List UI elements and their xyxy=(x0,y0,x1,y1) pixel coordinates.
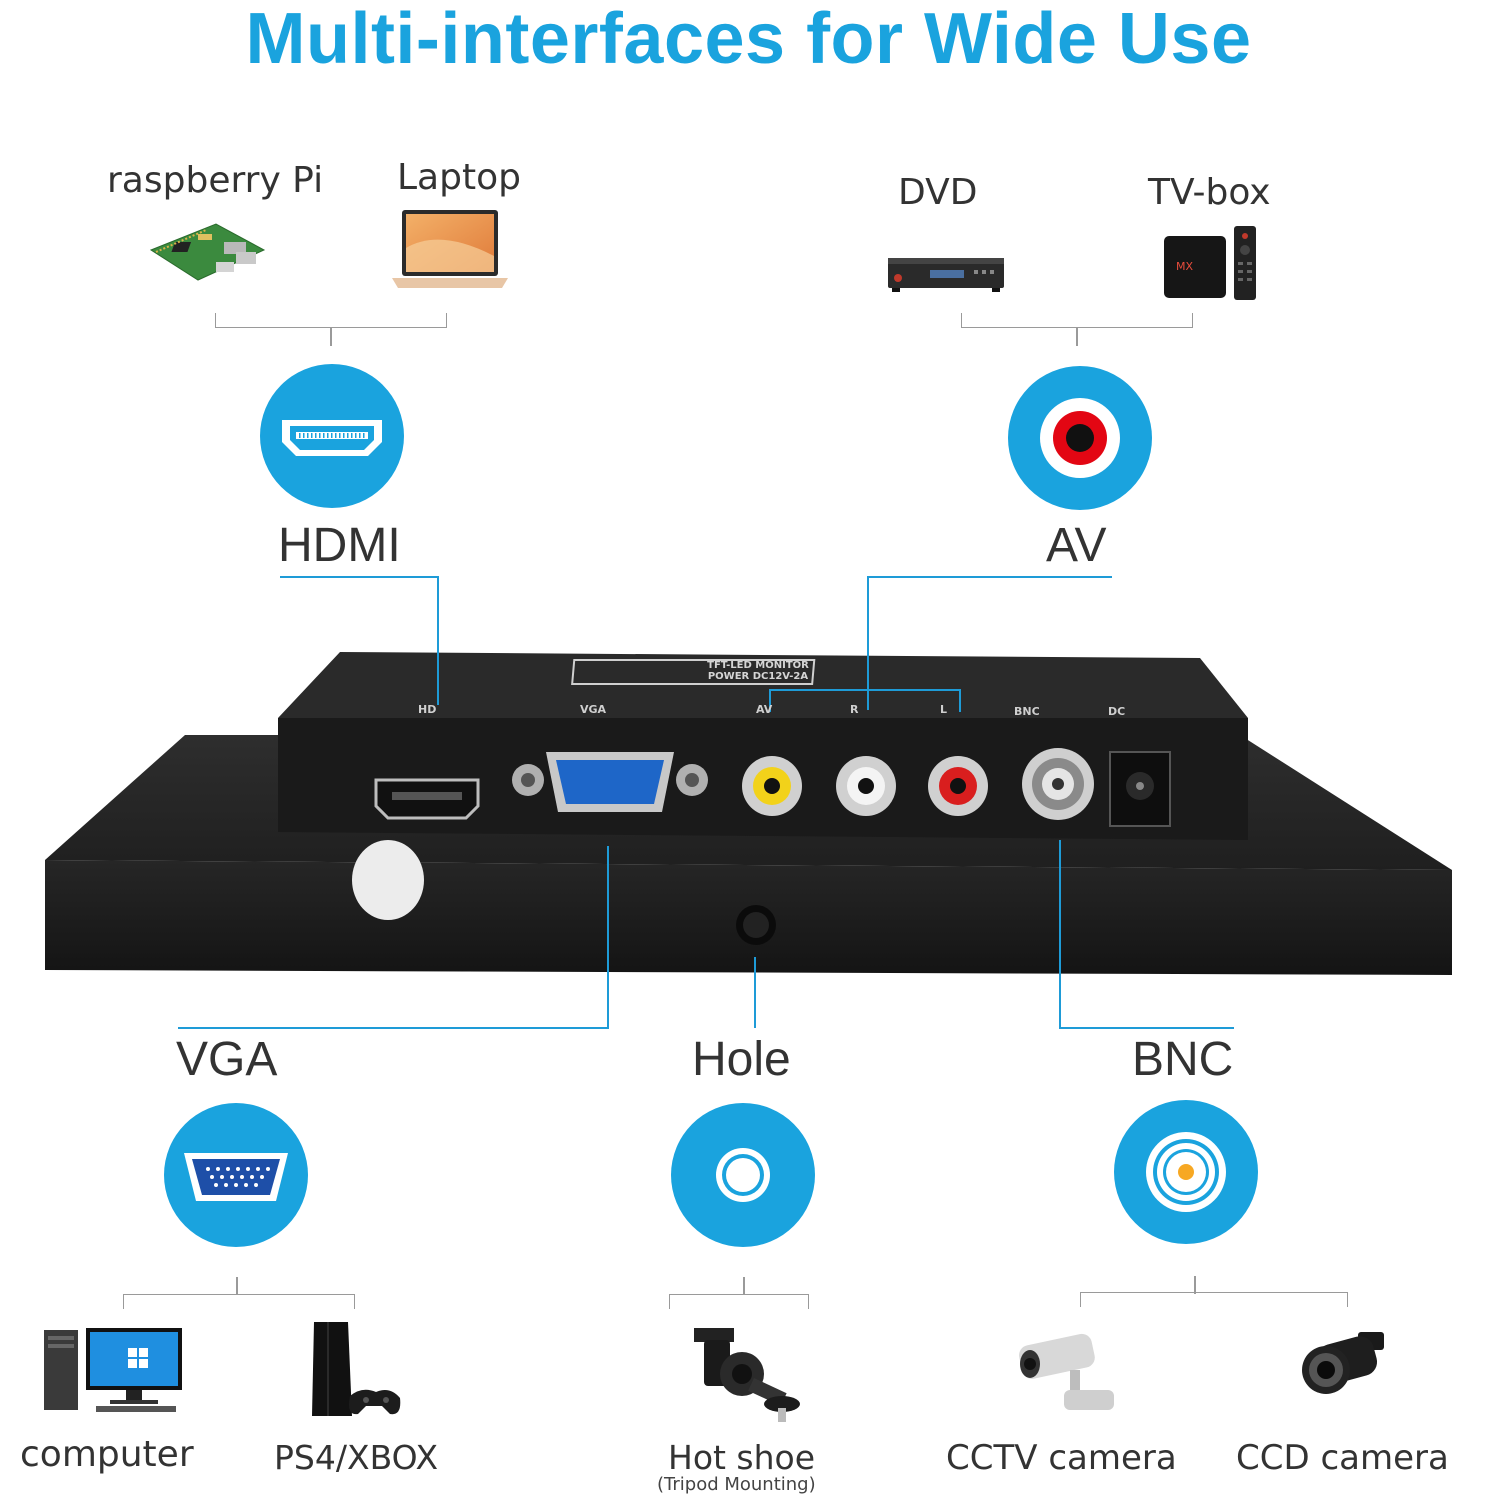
bnc-devices-bracket xyxy=(1080,1292,1348,1307)
hole-devices-bracket xyxy=(669,1294,809,1309)
device-label-laptop: Laptop xyxy=(397,157,521,198)
cctv-camera-icon xyxy=(1014,1330,1124,1414)
device-label-raspberry-pi: raspberry Pi xyxy=(107,160,324,201)
device-label-computer: computer xyxy=(20,1434,194,1475)
panel-label-bnc: BNC xyxy=(1014,705,1040,718)
device-label-ccd-camera: CCD camera xyxy=(1236,1438,1449,1478)
game-console-icon xyxy=(310,1320,402,1420)
rca-jack-icon xyxy=(1008,366,1152,510)
laptop-icon xyxy=(390,208,510,290)
port-label-hole: Hole xyxy=(692,1033,791,1086)
bnc-connector-icon xyxy=(1114,1100,1258,1244)
panel-label-l: L xyxy=(940,703,948,716)
desktop-computer-icon xyxy=(42,1326,186,1416)
device-label-tv-box: TV-box xyxy=(1148,172,1271,213)
dvd-player-icon xyxy=(886,252,1006,294)
panel-label-r: R xyxy=(850,703,859,716)
av-devices-bracket xyxy=(961,313,1193,328)
vga-devices-bracket xyxy=(123,1294,355,1309)
mounting-hole-icon xyxy=(671,1103,815,1247)
av-bracket-stem xyxy=(1076,328,1078,346)
vga-port-icon xyxy=(164,1103,308,1247)
hot-shoe-mount-icon xyxy=(686,1322,810,1426)
hdmi-port-icon xyxy=(260,364,404,508)
device-label-hot-shoe: Hot shoe xyxy=(668,1438,816,1477)
hole-bracket-stem xyxy=(743,1277,745,1295)
tv-box-icon: MX xyxy=(1162,224,1262,302)
device-label-cctv-camera: CCTV camera xyxy=(946,1438,1177,1478)
panel-label-hd: HD xyxy=(418,703,437,716)
port-label-av: AV xyxy=(1046,519,1107,572)
raspberry-pi-board-icon xyxy=(146,212,266,292)
vga-bracket-stem xyxy=(236,1277,238,1295)
device-label-dvd: DVD xyxy=(898,172,978,213)
hdmi-bracket-stem xyxy=(330,328,332,346)
hdmi-devices-bracket xyxy=(215,313,447,328)
port-label-bnc: BNC xyxy=(1132,1033,1234,1086)
panel-label-av: AV xyxy=(756,703,773,716)
device-sublabel-tripod-mounting: (Tripod Mounting) xyxy=(657,1474,816,1495)
page-title: Multi-interfaces for Wide Use xyxy=(245,0,1252,79)
spec-plate-line-2: POWER DC12V-2A xyxy=(707,671,809,682)
ccd-camera-icon xyxy=(1298,1330,1388,1400)
spec-plate: TFT-LED MONITOR POWER DC12V-2A xyxy=(648,660,868,682)
svg-text:MX: MX xyxy=(1176,260,1193,273)
port-label-vga: VGA xyxy=(176,1033,278,1086)
port-label-hdmi: HDMI xyxy=(278,519,401,572)
panel-label-vga: VGA xyxy=(580,703,607,716)
panel-label-dc: DC xyxy=(1108,705,1126,718)
spec-plate-line-1: TFT-LED MONITOR xyxy=(707,660,809,671)
bnc-bracket-stem xyxy=(1194,1276,1196,1294)
device-label-ps4-xbox: PS4/XBOX xyxy=(274,1438,439,1477)
